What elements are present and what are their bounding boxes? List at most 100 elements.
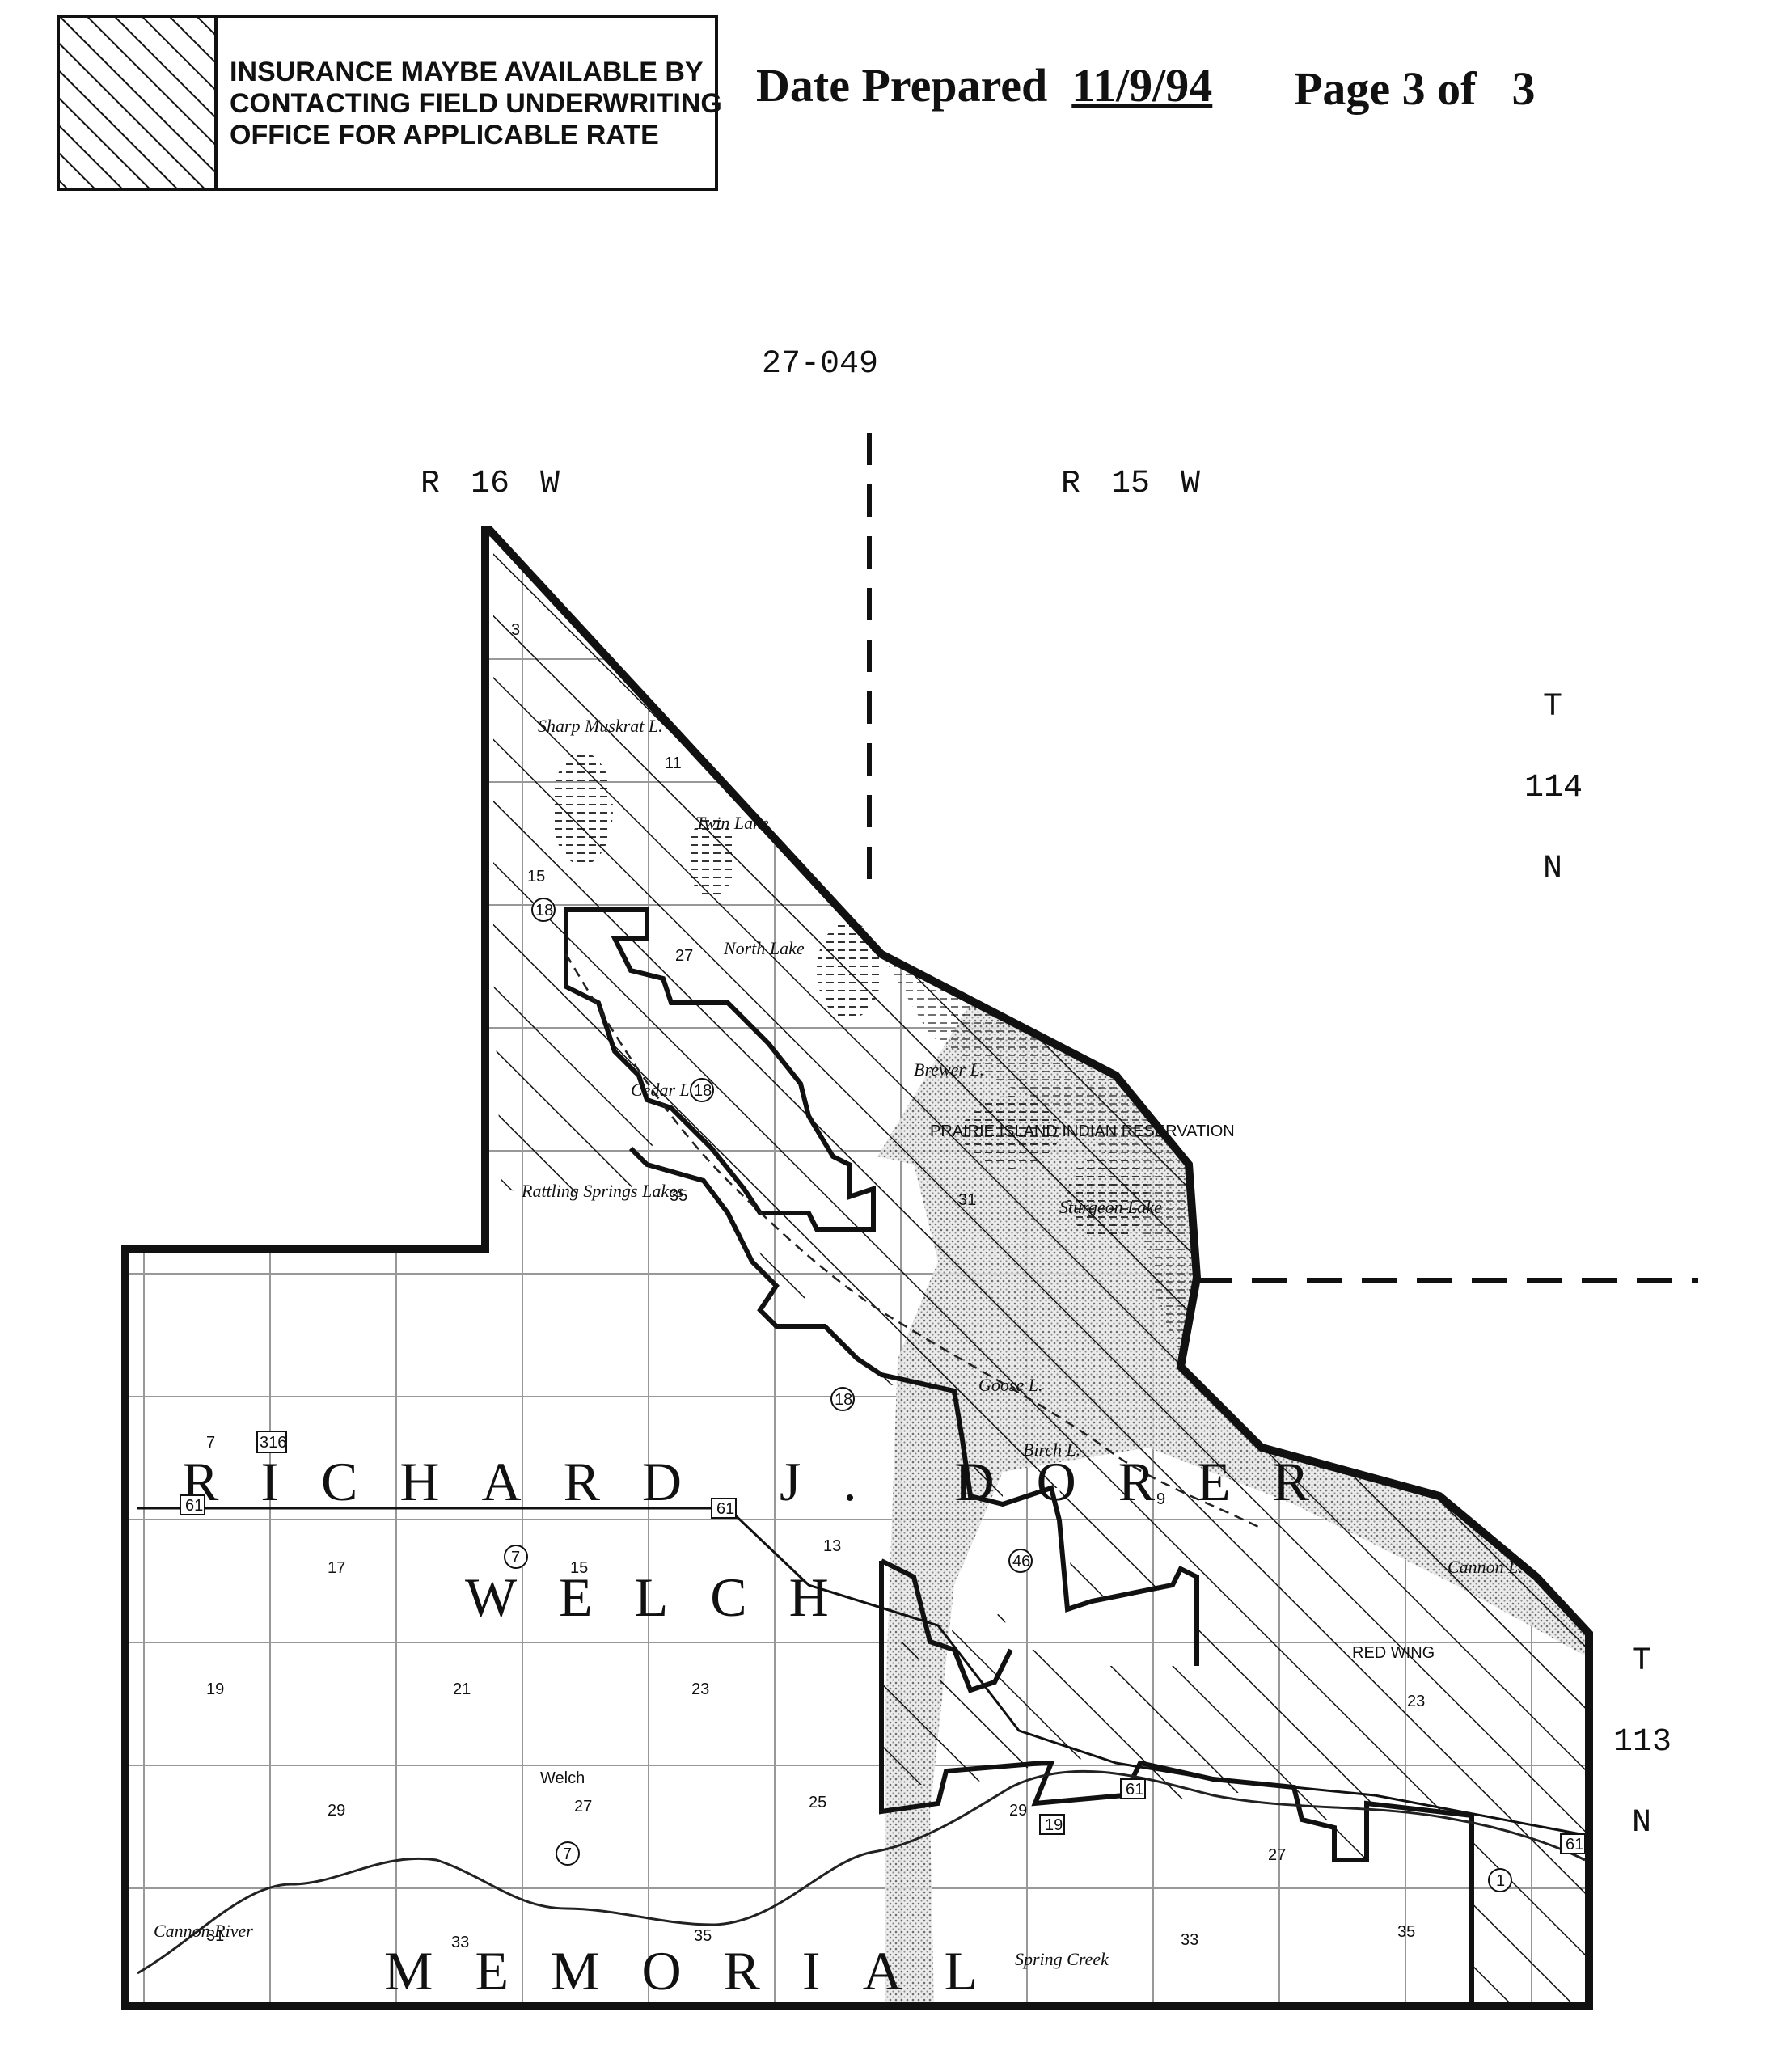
- section-number: 33: [1181, 1931, 1198, 1949]
- highway-shield-icon: 1: [1488, 1868, 1512, 1892]
- page-indicator: Page 3 of 3: [1294, 61, 1536, 116]
- section-number: 21: [453, 1680, 471, 1698]
- date-value: 11/9/94: [1071, 59, 1213, 112]
- section-number: 13: [823, 1537, 841, 1555]
- section-number: 29: [1009, 1802, 1027, 1820]
- place-label: PRAIRIE ISLAND INDIAN RESERVATION: [930, 1122, 1235, 1140]
- highway-shield-icon: 61: [1120, 1778, 1146, 1799]
- township-direction: N: [1543, 851, 1563, 887]
- range-label-east: R 15 W: [1061, 466, 1201, 502]
- legend-line: OFFICE FOR APPLICABLE RATE: [230, 120, 659, 150]
- section-number: 27: [1268, 1846, 1286, 1864]
- water-label: Spring Creek: [1015, 1949, 1109, 1969]
- section-number: 29: [328, 1802, 345, 1820]
- section-number: 27: [574, 1798, 592, 1816]
- svg-text:18: 18: [694, 1082, 712, 1100]
- highway-shield-icon: 61: [711, 1498, 737, 1519]
- place-label: RED WING: [1352, 1644, 1435, 1662]
- section-numbers: 3 11 15 27 35 31 7 13 17 15 19 21 23 25 …: [206, 621, 1425, 1951]
- highway-shield-icon: 316: [256, 1431, 287, 1453]
- water-label: North Lake: [723, 938, 805, 958]
- township-name: WELCH: [465, 1566, 871, 1628]
- svg-text:61: 61: [185, 1497, 203, 1515]
- svg-text:61: 61: [1566, 1836, 1583, 1854]
- panel-id: 27-049: [762, 346, 879, 383]
- water-label: Cedar L.: [631, 1080, 694, 1100]
- svg-text:7: 7: [511, 1549, 520, 1566]
- section-number: 15: [527, 868, 545, 886]
- highway-61: [137, 1507, 1590, 1837]
- zone-boundary-line: [880, 1558, 1013, 1693]
- svg-text:7: 7: [563, 1845, 572, 1863]
- county-outline-stroke: [121, 526, 1593, 2010]
- svg-text:18: 18: [535, 902, 553, 919]
- section-number: 31: [206, 1927, 224, 1945]
- section-number: 35: [1397, 1923, 1415, 1941]
- section-number: 9: [1156, 1490, 1165, 1508]
- section-number: 3: [511, 621, 520, 639]
- township-name: MEMORIAL: [384, 1940, 1020, 2002]
- section-number: 15: [570, 1559, 588, 1577]
- section-number: 35: [694, 1927, 712, 1945]
- hatched-legend-swatch: [60, 18, 218, 188]
- svg-text:61: 61: [1126, 1781, 1143, 1799]
- legend-line: CONTACTING FIELD UNDERWRITING: [230, 88, 722, 119]
- highway-shield-icon: 7: [504, 1545, 528, 1569]
- mississippi-channel: [564, 953, 1262, 1530]
- page-total: 3: [1511, 62, 1536, 115]
- section-number: 25: [809, 1794, 826, 1811]
- township-direction: N: [1632, 1805, 1652, 1841]
- highway-shield-icon: 7: [556, 1841, 580, 1866]
- legend-box: INSURANCE MAYBE AVAILABLE BY CONTACTING …: [57, 15, 722, 191]
- section-number: 27: [675, 947, 693, 965]
- zone-boundary-line: [879, 1561, 1474, 2006]
- zone-boundary-line: [564, 907, 876, 1232]
- section-number: 23: [691, 1680, 709, 1698]
- zone-boundary-line: [628, 1146, 1199, 1666]
- legend-text: INSURANCE MAYBE AVAILABLE BY CONTACTING …: [230, 57, 722, 151]
- water-label: Sharp Muskrat L.: [538, 716, 663, 736]
- highway-shield-icon: 18: [830, 1387, 855, 1411]
- section-number: 19: [206, 1680, 224, 1698]
- highway-shield-icon: 18: [531, 898, 556, 922]
- water-label: Cannon River: [154, 1921, 253, 1941]
- svg-text:61: 61: [716, 1500, 734, 1518]
- township-number: 113: [1613, 1724, 1672, 1761]
- hatch-pattern-icon: [60, 18, 214, 188]
- section-number: 23: [1407, 1693, 1425, 1710]
- water-label: Brewer L.: [914, 1059, 984, 1080]
- cannon-river: [137, 1769, 1586, 1975]
- highway-shield-icon: 61: [180, 1494, 205, 1515]
- highway-shield-icon: 46: [1008, 1549, 1033, 1573]
- highway-shield-icon: 61: [1560, 1833, 1586, 1854]
- svg-text:1: 1: [1496, 1872, 1505, 1890]
- road-shields: 18 18 18 61 316 61 46 7 7 19 61 1 61: [180, 898, 1586, 1892]
- water-label: Rattling Springs Lakes: [521, 1181, 683, 1201]
- section-number: 7: [206, 1434, 215, 1452]
- page-label: Page 3 of: [1294, 62, 1477, 115]
- water-label: Birch L.: [1023, 1439, 1080, 1460]
- hatched-zone: [493, 538, 1589, 2006]
- highway-shield-icon: 19: [1039, 1814, 1065, 1835]
- water-label: Sturgeon Lake: [1059, 1197, 1162, 1217]
- svg-text:19: 19: [1045, 1816, 1063, 1834]
- section-number: 11: [665, 755, 682, 772]
- svg-text:18: 18: [835, 1391, 852, 1409]
- legend-line: INSURANCE MAYBE AVAILABLE BY: [230, 57, 704, 87]
- water-label: Goose L.: [978, 1375, 1042, 1395]
- township-t: T: [1632, 1643, 1652, 1680]
- township-name: RICHARD J. DORER: [182, 1451, 1351, 1512]
- svg-text:46: 46: [1012, 1553, 1030, 1570]
- section-number: 31: [958, 1191, 976, 1209]
- date-label: Date Prepared: [756, 59, 1048, 112]
- section-number: 33: [451, 1934, 469, 1951]
- date-prepared: Date Prepared 11/9/94: [756, 58, 1212, 112]
- township-t: T: [1543, 689, 1563, 725]
- highway-shield-icon: 18: [690, 1078, 714, 1102]
- svg-text:316: 316: [260, 1434, 286, 1452]
- range-label-west: R 16 W: [421, 466, 560, 502]
- section-number: 17: [328, 1559, 345, 1577]
- place-label: Welch: [540, 1769, 585, 1787]
- township-number: 114: [1524, 770, 1583, 806]
